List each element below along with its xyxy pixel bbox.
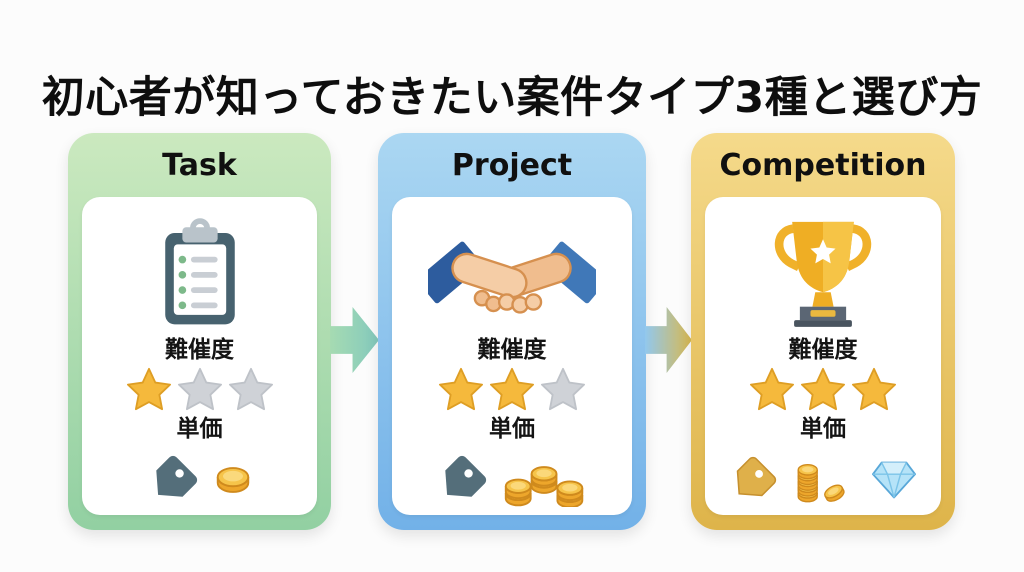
price-label: 単価	[489, 416, 535, 443]
star-icon	[541, 368, 585, 411]
arrow-task-to-project	[330, 307, 379, 373]
coin-pile-icon	[504, 466, 584, 508]
star-icon	[438, 368, 483, 411]
card-project-body: 難催度 単価	[392, 197, 632, 515]
card-project-title: Project	[451, 147, 573, 183]
difficulty-label: 難催度	[477, 337, 547, 363]
price-icons	[728, 446, 918, 515]
clipboard-icon	[150, 211, 250, 333]
card-task-body: 難催度 単価	[82, 197, 317, 515]
star-icon	[801, 368, 845, 411]
card-competition-body: 難催度 単価	[705, 197, 941, 515]
star-icon	[177, 368, 222, 411]
star-icon	[489, 368, 534, 411]
card-task-title: Task	[162, 147, 237, 183]
difficulty-label: 難催度	[788, 337, 858, 363]
coin-icon	[216, 467, 249, 494]
handshake-icon	[428, 211, 596, 333]
difficulty-stars	[438, 366, 586, 412]
star-icon	[228, 368, 273, 411]
card-competition: Competition 難催度	[691, 133, 955, 530]
coin-stack-icon	[797, 464, 847, 505]
card-competition-title: Competition	[719, 147, 927, 183]
diamond-icon	[872, 462, 916, 499]
difficulty-stars	[749, 366, 897, 412]
star-icon	[852, 368, 896, 411]
price-label: 単価	[176, 416, 223, 443]
tag-icon	[445, 456, 487, 498]
difficulty-label: 難催度	[165, 337, 234, 363]
price-icons	[435, 446, 589, 515]
gold-tag-icon	[736, 457, 777, 497]
card-task: Task 難催度	[68, 133, 331, 530]
star-icon	[750, 368, 794, 411]
trophy-icon	[770, 211, 876, 333]
price-label: 単価	[800, 416, 846, 443]
arrow-project-to-competition	[645, 307, 692, 373]
difficulty-stars	[126, 366, 274, 412]
tag-icon	[155, 456, 197, 498]
card-project: Project 難催度	[378, 133, 646, 530]
price-icons	[146, 446, 254, 515]
page-title: 初心者が知っておきたい案件タイプ3種と選び方	[41, 72, 983, 123]
star-icon	[126, 368, 171, 411]
